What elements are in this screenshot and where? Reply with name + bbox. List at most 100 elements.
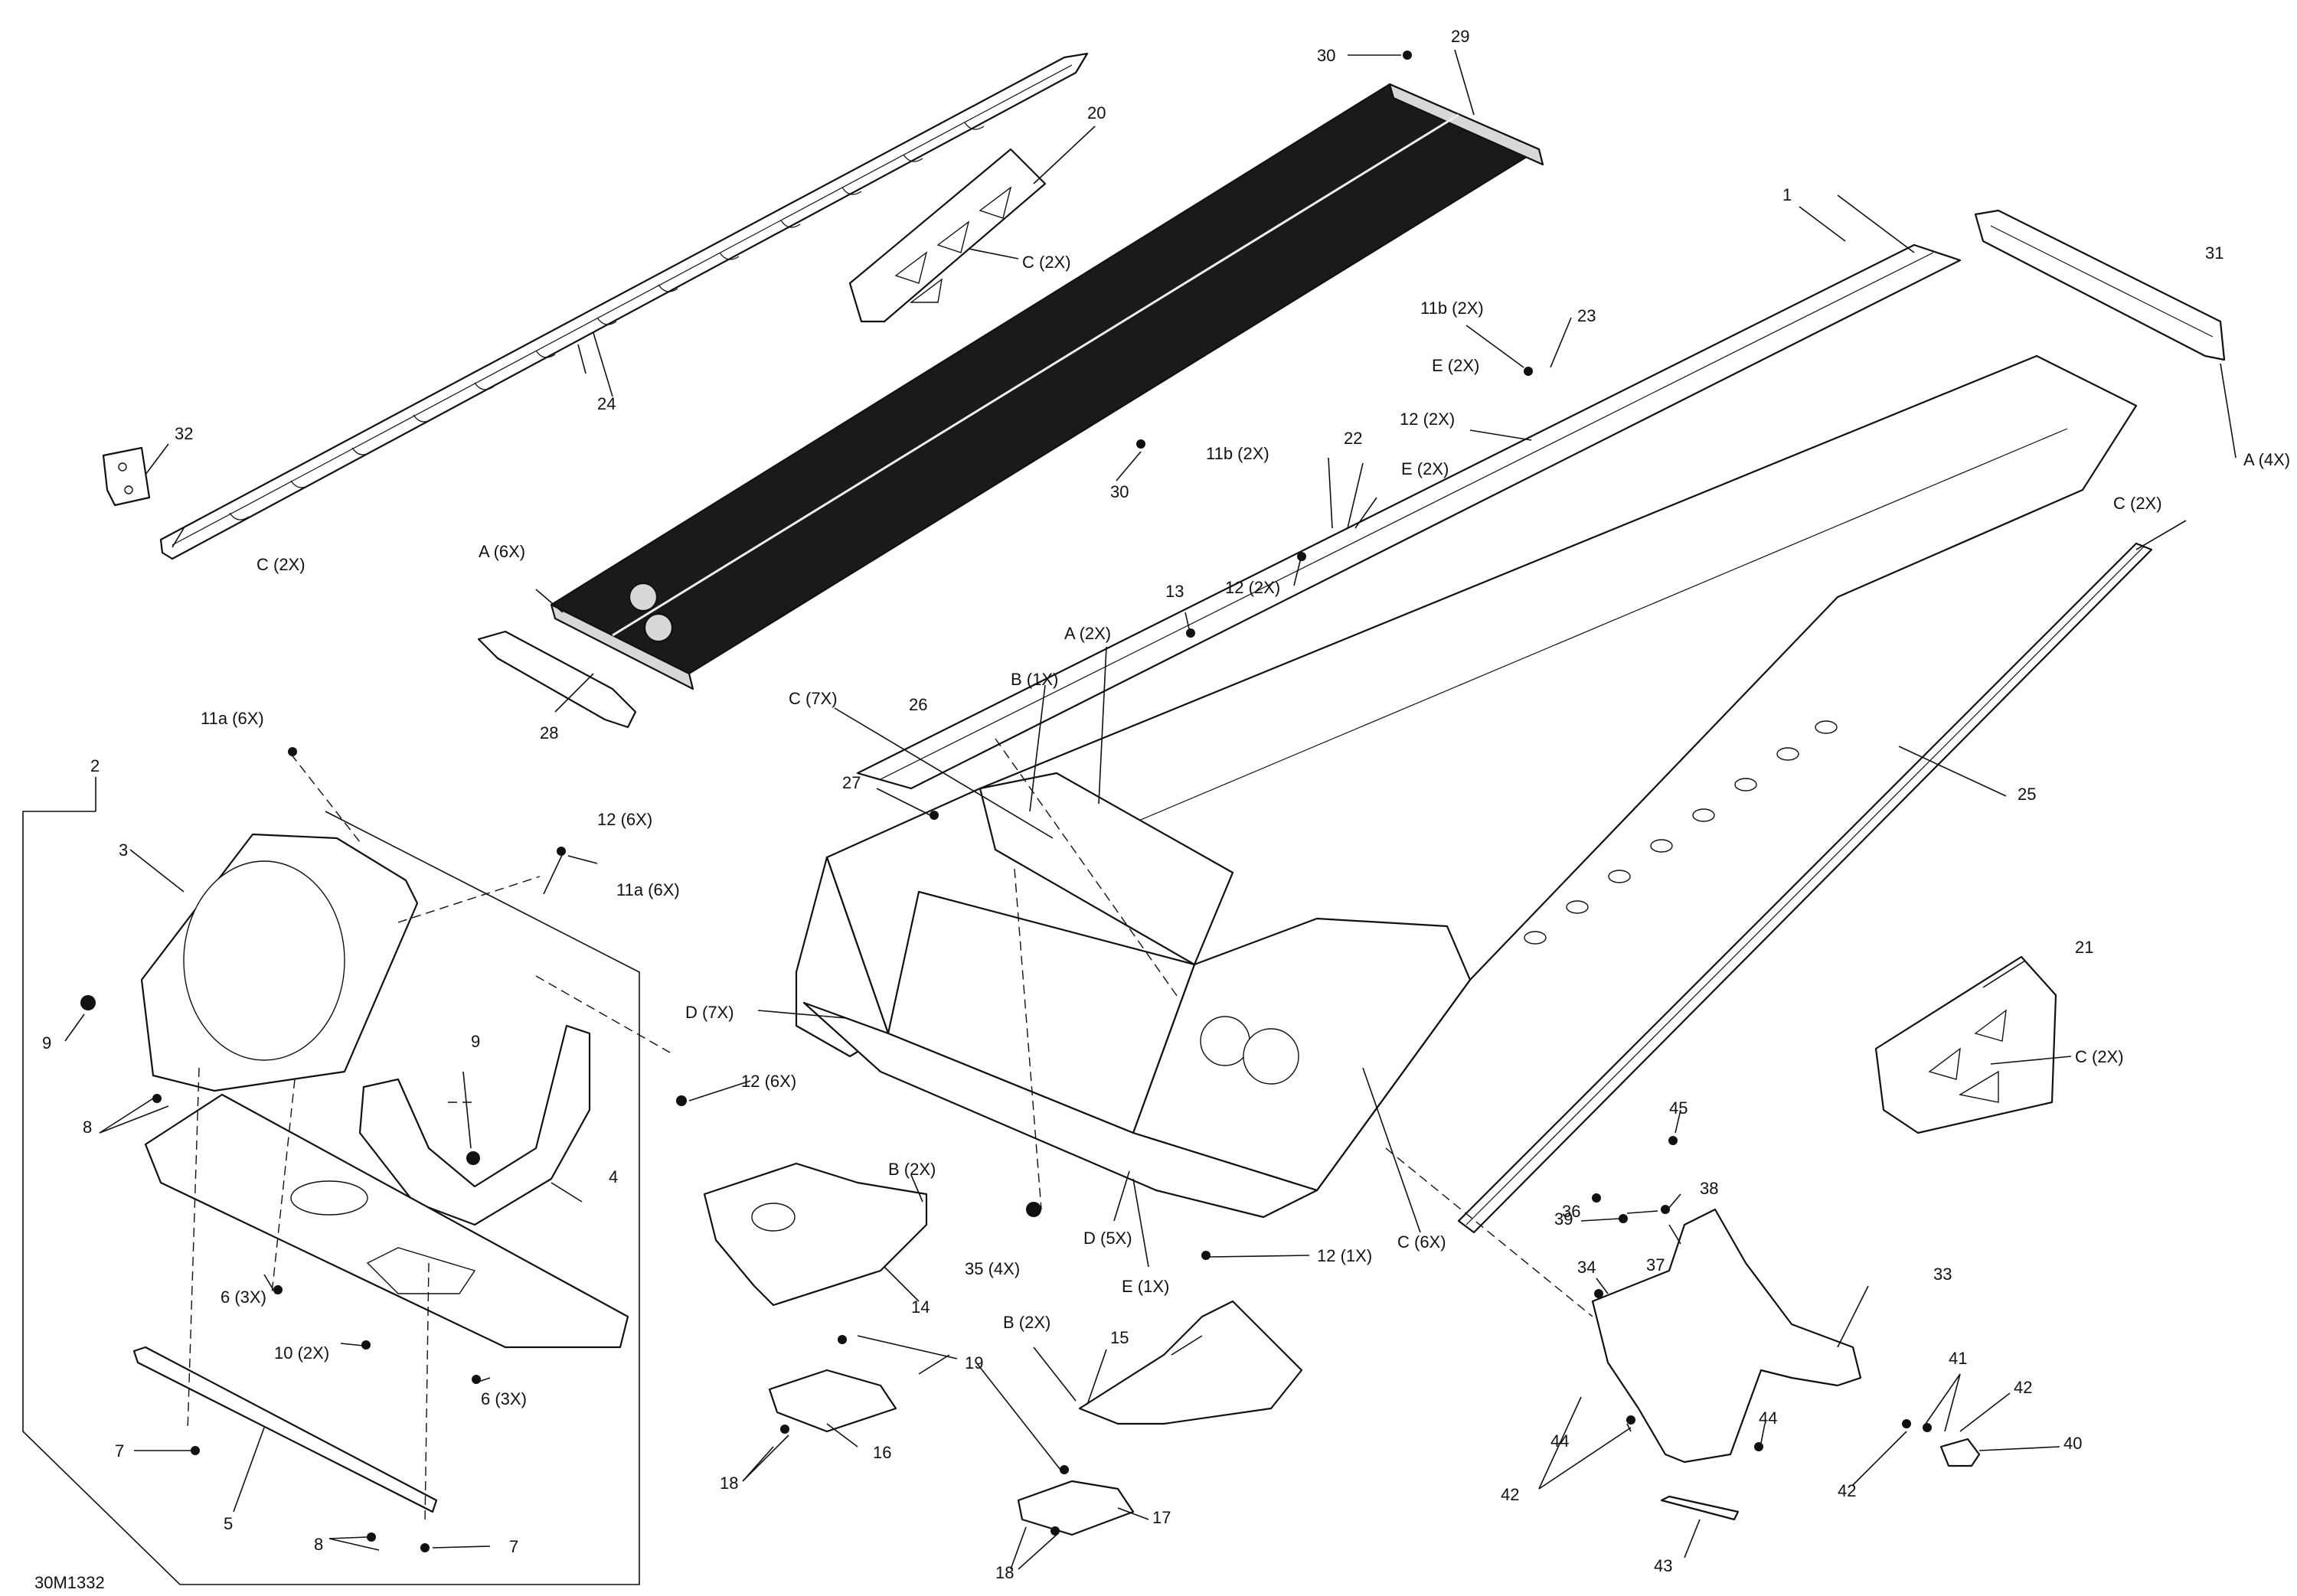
callout-8-b: 8 (314, 1535, 323, 1554)
callout-36: 36 (1562, 1202, 1580, 1221)
callout-A-2X: A (2X) (1064, 624, 1111, 643)
callout-30-top: 30 (1317, 46, 1335, 65)
callout-8-a: 8 (83, 1118, 92, 1137)
callout-11a-b: 11a (6X) (616, 880, 680, 899)
callout-14: 14 (911, 1297, 930, 1317)
callout-D-7X: D (7X) (685, 1003, 734, 1022)
callout-12-6X-a: 12 (6X) (597, 810, 652, 829)
callout-26: 26 (909, 695, 927, 714)
callout-1: 1 (1782, 185, 1792, 204)
callout-12-2X-b: 12 (2X) (1225, 578, 1280, 597)
callout-C-2X-a: C (2X) (1022, 253, 1071, 272)
callout-3: 3 (119, 840, 128, 860)
callout-33: 33 (1933, 1265, 1952, 1284)
callout-E-2X-a: E (2X) (1432, 356, 1479, 375)
callout-24: 24 (597, 394, 616, 413)
callout-9-b: 9 (471, 1032, 480, 1051)
part-1-strip (856, 243, 1962, 790)
callout-42-b: 42 (1838, 1481, 1856, 1500)
callout-37: 37 (1646, 1255, 1665, 1275)
callout-12-2X-a: 12 (2X) (1400, 410, 1455, 429)
part-21-gusset (1874, 955, 2057, 1134)
callout-42-a: 42 (1501, 1485, 1519, 1504)
callout-A-6X: A (6X) (479, 542, 525, 561)
callout-B-1X: B (1X) (1011, 670, 1058, 689)
callout-38: 38 (1700, 1179, 1718, 1198)
part-40-bracket (1939, 1438, 1981, 1467)
part-14-shield (703, 1162, 928, 1307)
callout-B-2X-a: B (2X) (888, 1160, 936, 1179)
callout-6-b: 6 (3X) (481, 1389, 527, 1408)
callout-15: 15 (1110, 1328, 1129, 1347)
callout-C-7X: C (7X) (789, 689, 838, 708)
part-3-bulkhead (140, 833, 419, 1092)
leader-lines (64, 49, 2237, 1570)
part-20-gusset (848, 148, 1047, 323)
callout-34: 34 (1577, 1258, 1596, 1277)
callout-44-b: 44 (1759, 1408, 1777, 1428)
assembly-lines (187, 738, 1593, 1524)
callout-21: 21 (2075, 938, 2093, 957)
callout-28: 28 (540, 723, 558, 743)
part-29-running-board (550, 83, 1544, 690)
callout-7-a: 7 (115, 1441, 124, 1461)
subassembly-frame (22, 777, 640, 1585)
callout-labels: 30 29 20 C (2X) 30 24 32 C (2X) 1 31 A (… (42, 27, 2290, 1582)
callout-42-c: 42 (2014, 1378, 2032, 1397)
part-28-bracket (477, 630, 637, 729)
callout-11a-a: 11a (6X) (201, 709, 264, 728)
callout-18-b: 18 (995, 1563, 1014, 1582)
callout-A-4X: A (4X) (2243, 450, 2290, 469)
callout-7-b: 7 (509, 1537, 518, 1556)
callout-C-6X: C (6X) (1397, 1232, 1446, 1252)
callout-44-a: 44 (1550, 1431, 1569, 1451)
part-31-bumper (1974, 209, 2226, 361)
callout-45: 45 (1669, 1098, 1688, 1118)
callout-9-a: 9 (42, 1033, 51, 1053)
callout-11b-a: 11b (2X) (1420, 299, 1484, 318)
callout-D-5X: D (5X) (1083, 1229, 1132, 1248)
callout-39: 39 (1554, 1209, 1573, 1229)
tunnel-cutouts (1524, 720, 1838, 945)
part-5-bar (132, 1346, 438, 1513)
callout-22: 22 (1344, 429, 1362, 448)
callout-43: 43 (1654, 1556, 1672, 1575)
callout-16: 16 (873, 1443, 891, 1462)
callout-E-2X-b: E (2X) (1401, 459, 1449, 478)
callout-B-2X-b: B (2X) (1003, 1313, 1050, 1332)
callout-C-2X-c: C (2X) (2113, 494, 2162, 513)
callout-41: 41 (1949, 1349, 1967, 1368)
callout-18-a: 18 (720, 1474, 738, 1493)
diagram-code: 30M1332 (34, 1573, 105, 1592)
part-32-bracket (102, 446, 151, 507)
callout-35: 35 (4X) (965, 1259, 1020, 1278)
callout-23: 23 (1577, 306, 1596, 325)
part-15-shield (1078, 1300, 1303, 1425)
callout-27: 27 (842, 773, 861, 792)
callout-30-mid: 30 (1110, 482, 1129, 501)
callout-C-2X-d: C (2X) (2075, 1047, 2124, 1066)
plate-assembly (144, 1093, 629, 1349)
callout-32: 32 (175, 424, 193, 443)
part-24-left-rail (159, 52, 1089, 560)
callout-20: 20 (1087, 103, 1106, 122)
callout-12-6X-b: 12 (6X) (741, 1072, 796, 1091)
callout-E-1X: E (1X) (1122, 1277, 1169, 1296)
callout-10: 10 (2X) (274, 1343, 329, 1363)
callout-25: 25 (2018, 785, 2036, 804)
part-25-right-rail (1457, 542, 2153, 1234)
callout-29: 29 (1451, 27, 1469, 46)
part-33-assembly (1591, 1208, 1862, 1464)
callout-11b-b: 11b (2X) (1206, 444, 1269, 463)
callout-C-2X-b: C (2X) (256, 555, 306, 574)
callout-5: 5 (224, 1514, 233, 1533)
callout-12-1X: 12 (1X) (1317, 1246, 1372, 1265)
part-17-bracket (1017, 1480, 1135, 1536)
callout-13: 13 (1165, 582, 1184, 601)
callout-19: 19 (965, 1353, 983, 1372)
callout-2: 2 (90, 756, 100, 775)
part-43-bracket (1660, 1495, 1740, 1521)
fasteners (80, 51, 1932, 1552)
callout-6-a: 6 (3X) (221, 1288, 266, 1307)
